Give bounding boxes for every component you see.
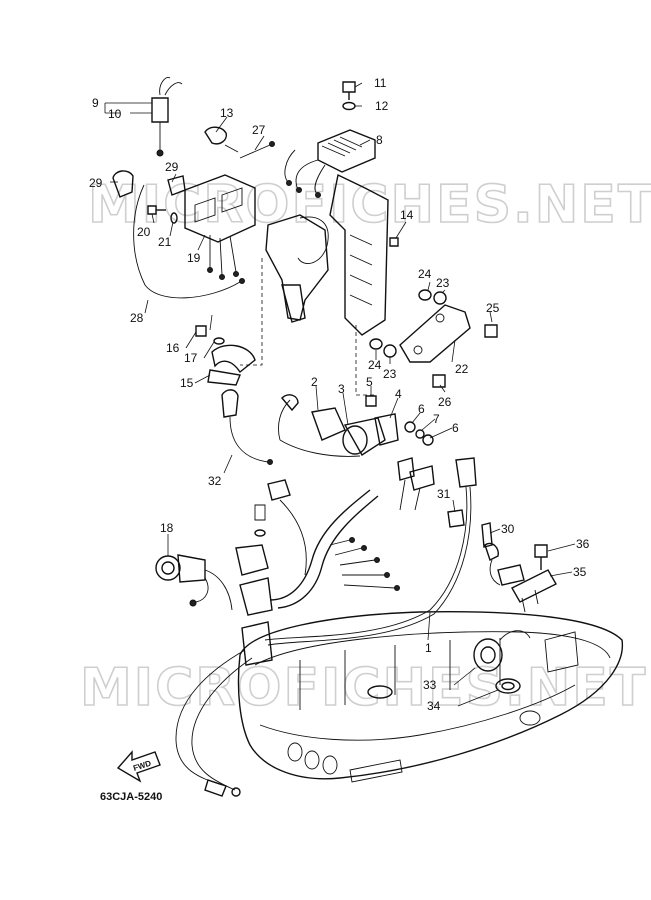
callout-2: 2 (311, 375, 318, 389)
spacer-30 (481, 522, 493, 548)
bracket-22 (399, 304, 471, 363)
callout-11: 11 (374, 76, 387, 90)
callout-36: 36 (576, 537, 590, 551)
washer-12 (342, 101, 356, 111)
callout-34: 34 (427, 699, 441, 713)
screw-20 (147, 205, 166, 215)
callout-6-top: 6 (418, 402, 425, 416)
washer-21 (170, 212, 178, 224)
callout-22: 22 (455, 362, 469, 376)
callout-6-bottom: 6 (452, 421, 459, 435)
main-switch-18 (155, 554, 233, 611)
callout-29-left: 29 (89, 176, 103, 190)
fwd-arrow: FWD (116, 750, 161, 783)
grommet-34 (495, 678, 521, 694)
callout-23-top: 23 (436, 276, 450, 290)
washer-7 (415, 429, 425, 439)
callout-7: 7 (433, 412, 440, 426)
callout-29-right: 29 (165, 160, 179, 174)
callout-20: 20 (137, 225, 151, 239)
callout-25: 25 (486, 301, 500, 315)
callout-1: 1 (425, 641, 432, 655)
callout-21: 21 (158, 235, 172, 249)
rectifier-8 (284, 129, 376, 198)
nut-6-top (404, 421, 416, 433)
callout-12: 12 (375, 99, 389, 113)
watermark-bottom: MICROFICHES.NET (80, 658, 647, 718)
clip-13 (204, 126, 239, 153)
ignition-coil-3 (342, 417, 386, 456)
callout-4: 4 (395, 387, 402, 401)
watermark-top: MICROFICHES.NET (88, 175, 651, 235)
bolt-26 (432, 374, 446, 388)
callout-17: 17 (184, 351, 198, 365)
callout-33: 33 (423, 678, 437, 692)
seal-ring (367, 685, 393, 699)
clamp-15 (207, 344, 256, 386)
callout-19: 19 (187, 251, 201, 265)
callout-10: 10 (108, 107, 122, 121)
callout-5: 5 (366, 375, 373, 389)
callout-27: 27 (252, 123, 266, 137)
nut-6-bottom (422, 434, 434, 446)
bracket-35 (511, 569, 557, 613)
washer-17 (213, 337, 225, 345)
bolt-11 (342, 81, 356, 100)
callout-31: 31 (437, 487, 451, 501)
callout-24-top: 24 (418, 267, 432, 281)
bolt-16 (195, 325, 207, 337)
collar-24-top (418, 289, 432, 301)
nut-23-top (433, 291, 447, 305)
cap-29-right (167, 175, 186, 196)
cap-29-left (112, 170, 134, 198)
fuse-holder-9 (151, 77, 183, 157)
callout-8: 8 (376, 133, 383, 147)
grommet-33 (473, 630, 531, 672)
lead-wire-28 (133, 184, 245, 299)
harness-lead-1 (264, 457, 525, 646)
diagram-code: 63CJA-5240 (100, 791, 162, 803)
callout-24-bottom: 24 (368, 358, 382, 372)
callout-23-bottom: 23 (383, 367, 397, 381)
bolt-36 (534, 544, 548, 570)
bracket-4 (374, 413, 399, 446)
lead-27 (239, 141, 275, 159)
terminal-31 (447, 509, 465, 528)
callout-13: 13 (220, 106, 234, 120)
ignition-coil-2 (278, 394, 346, 441)
plug-lead-32 (221, 389, 361, 465)
callout-14: 14 (400, 208, 414, 222)
callout-35: 35 (573, 565, 587, 579)
bottom-cowling (237, 611, 624, 783)
callout-32: 32 (208, 474, 222, 488)
leader-lines (104, 82, 576, 707)
callout-3: 3 (338, 382, 345, 396)
callout-9: 9 (92, 96, 99, 110)
cdi-unit-19 (184, 174, 256, 280)
battery-leads (175, 649, 253, 797)
callout-16: 16 (166, 341, 180, 355)
mounting-bracket (240, 173, 389, 396)
nut-23-bottom (383, 344, 397, 358)
bolt-25 (484, 324, 498, 338)
screw-5 (365, 395, 377, 407)
wiring-harness (235, 457, 435, 616)
callout-30: 30 (501, 522, 515, 536)
callout-labels: 11 12 8 9 10 13 27 29 29 20 21 19 14 24 … (89, 76, 590, 713)
collar-24-bottom (369, 338, 383, 350)
callout-15: 15 (180, 376, 194, 390)
screw-14 (389, 237, 399, 247)
callout-28: 28 (130, 311, 144, 325)
callout-18: 18 (160, 521, 174, 535)
callout-26: 26 (438, 395, 452, 409)
